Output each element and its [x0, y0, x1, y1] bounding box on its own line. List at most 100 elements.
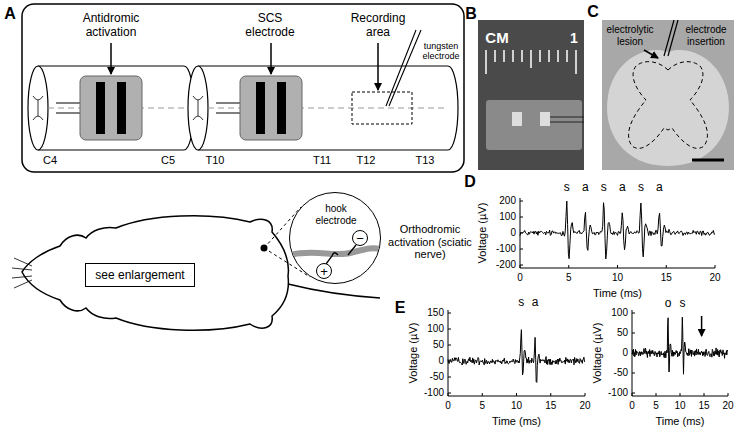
- axis-tick: 50: [617, 327, 628, 339]
- ruler-photo: [550, 117, 584, 122]
- panel-letter: E: [395, 299, 406, 317]
- enlargement-circle: hook electrode + −: [289, 192, 381, 284]
- segment-label: C4: [43, 154, 57, 167]
- stimulus-label: Orthodromic activation (sciatic nerve): [386, 223, 474, 261]
- ruler-mark: CM: [485, 29, 508, 46]
- axis-tick: -50: [614, 367, 628, 379]
- pointer-arrow: [270, 43, 272, 74]
- plot-axis: [520, 198, 715, 268]
- annotation: electrode insertion: [679, 24, 733, 47]
- ruler-photo: [512, 112, 522, 126]
- pointer-arrow: [377, 43, 379, 90]
- rat-outline: [12, 258, 32, 288]
- plot-axis: [448, 310, 585, 396]
- recording-area: [352, 92, 412, 124]
- axis-tick: 100: [499, 211, 516, 223]
- ruler-photo: [478, 20, 584, 170]
- node-text: +: [320, 265, 328, 278]
- voltage-traces: [448, 198, 728, 396]
- node-text: hook electrode: [308, 203, 364, 226]
- panel-letter: B: [465, 5, 477, 23]
- section-photo: [602, 20, 734, 170]
- axis-tick: -50: [430, 371, 444, 383]
- section-photo: [629, 62, 708, 149]
- spike-label: s: [638, 181, 644, 195]
- spike-label: s: [564, 181, 570, 195]
- axis-tick: 10: [612, 272, 623, 284]
- axis-title: Voltage (µV): [407, 323, 420, 384]
- axis-tick: 0: [629, 400, 635, 412]
- segment-label: C5: [161, 154, 175, 167]
- ruler-photo: [486, 100, 582, 150]
- axis-tick: 10: [674, 400, 685, 412]
- spike-label: s: [518, 296, 524, 310]
- sciatic-nerve: [290, 248, 381, 255]
- epidural-electrode: [256, 82, 265, 134]
- axis-tick: 5: [653, 400, 659, 412]
- epidural-electrode: [80, 76, 142, 140]
- axis-title: Time (ms): [492, 415, 541, 428]
- axis-title: Time (ms): [593, 287, 642, 300]
- hook-wire: [326, 253, 338, 264]
- axis-tick: 5: [566, 272, 572, 284]
- section-photo: [692, 159, 724, 162]
- needle-label: tungsten electrode: [420, 41, 462, 62]
- axis-tick: 0: [438, 355, 444, 367]
- voltage-trace: [448, 330, 585, 383]
- ruler-mark: 1: [570, 30, 578, 46]
- voltage-trace: [632, 317, 728, 374]
- voltage-trace: [520, 201, 715, 259]
- tungsten-needle: [386, 30, 421, 106]
- spike-label: a: [532, 296, 539, 310]
- segment-label: T11: [313, 154, 331, 167]
- epidural-electrode: [240, 76, 302, 140]
- epidural-electrode: [80, 76, 302, 140]
- panel-a-frame: [22, 4, 464, 172]
- electrode-pole: +: [316, 263, 332, 279]
- axis-tick: 15: [545, 400, 556, 412]
- pointer-arrow: [111, 43, 378, 90]
- epidural-electrode: [96, 82, 105, 134]
- ruler-photo: [478, 20, 584, 170]
- epidural-electrode: [277, 82, 286, 134]
- pointer-arrow: [110, 43, 112, 74]
- pointer-arrow: [701, 316, 703, 336]
- axis-tick: 0: [445, 400, 451, 412]
- section-photo: [602, 20, 734, 170]
- axis-tick: 20: [709, 272, 720, 284]
- axis-tick: -100: [608, 387, 628, 399]
- spinal-cord: [188, 66, 208, 150]
- axis-tick: 200: [499, 195, 516, 207]
- segment-label: T12: [357, 154, 376, 167]
- axis-tick: 15: [661, 272, 672, 284]
- panel-a-frame: [22, 4, 464, 172]
- section-photo: [607, 50, 729, 166]
- panel-letter: D: [464, 173, 476, 191]
- spike-label: a: [582, 181, 589, 195]
- section-photo: [644, 50, 658, 58]
- panel-letter: A: [4, 5, 16, 23]
- axis-tick: 0: [517, 272, 523, 284]
- axis-tick: 10: [511, 400, 522, 412]
- axis-tick: 100: [427, 323, 444, 335]
- axis-tick: 0: [622, 347, 628, 359]
- spinal-cord: [33, 96, 43, 120]
- recording-area: [352, 92, 412, 124]
- recording-label: Recording area: [345, 12, 411, 40]
- axis-tick: 100: [611, 307, 628, 319]
- panel-letter: C: [587, 3, 599, 21]
- spike-label: a: [619, 181, 626, 195]
- spinal-cord: [28, 66, 48, 150]
- axis-title: Voltage (µV): [591, 323, 604, 384]
- axis-tick: -100: [496, 243, 516, 255]
- axis-tick: 5: [479, 400, 485, 412]
- spike-label: s: [601, 181, 607, 195]
- enlargement-box: see enlargement: [85, 263, 194, 287]
- stimulus-label: Antidromic activation: [71, 12, 151, 40]
- electrode-pole: −: [352, 230, 368, 246]
- spike-label: a: [656, 181, 663, 195]
- annotation: electrolytic lesion: [602, 24, 658, 47]
- node-text: see enlargement: [95, 268, 184, 282]
- rat-outline: [22, 216, 288, 331]
- axis-title: Voltage (µV): [476, 203, 489, 264]
